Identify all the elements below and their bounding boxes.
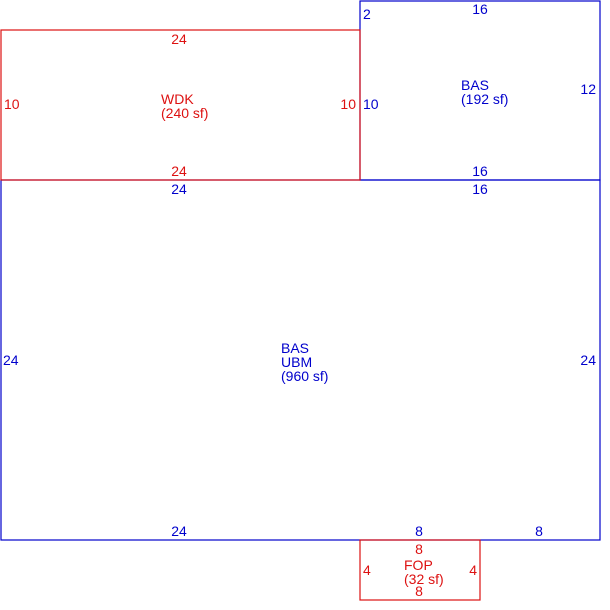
bas-upper-size: (192 sf)	[461, 91, 508, 107]
wdk-dim-bottom: 24	[171, 163, 187, 179]
fop-code: FOP	[404, 557, 433, 573]
fop-dim-left: 4	[363, 562, 371, 578]
fop-size: (32 sf)	[404, 571, 444, 587]
wdk-dim-right: 10	[340, 96, 356, 112]
bas-main-dim-top-left: 24	[171, 181, 187, 197]
wdk-size: (240 sf)	[161, 105, 208, 121]
fop-dim-top: 8	[415, 541, 423, 557]
wdk-code: WDK	[161, 91, 194, 107]
bas-main-dim-left: 24	[3, 352, 19, 368]
bas-upper-code: BAS	[461, 77, 489, 93]
bas-upper-dim-left: 10	[363, 96, 379, 112]
fop-dim-bottom: 8	[415, 583, 423, 599]
bas-main-dim-top-right: 16	[472, 181, 488, 197]
bas-main-dim-bottom-mid: 8	[415, 523, 423, 539]
bas-main-code: BAS	[281, 340, 309, 356]
bas-main-code2: UBM	[281, 354, 312, 370]
wdk-outline	[0, 29, 361, 181]
bas-upper-dim-corner: 2	[363, 6, 371, 22]
bas-main-dim-bottom-left: 24	[171, 523, 187, 539]
bas-main-dim-bottom-right: 8	[535, 523, 543, 539]
fop-dim-right: 4	[469, 562, 477, 578]
wdk-dim-top: 24	[171, 31, 187, 47]
fop-outline	[359, 539, 481, 601]
bas-upper-dim-bottom: 16	[472, 163, 488, 179]
bas-upper-dim-top: 16	[472, 1, 488, 17]
bas-main-dim-right: 24	[580, 352, 596, 368]
wdk-dim-left: 10	[4, 96, 20, 112]
bas-upper-dim-right: 12	[580, 81, 596, 97]
bas-main-size: (960 sf)	[281, 368, 328, 384]
